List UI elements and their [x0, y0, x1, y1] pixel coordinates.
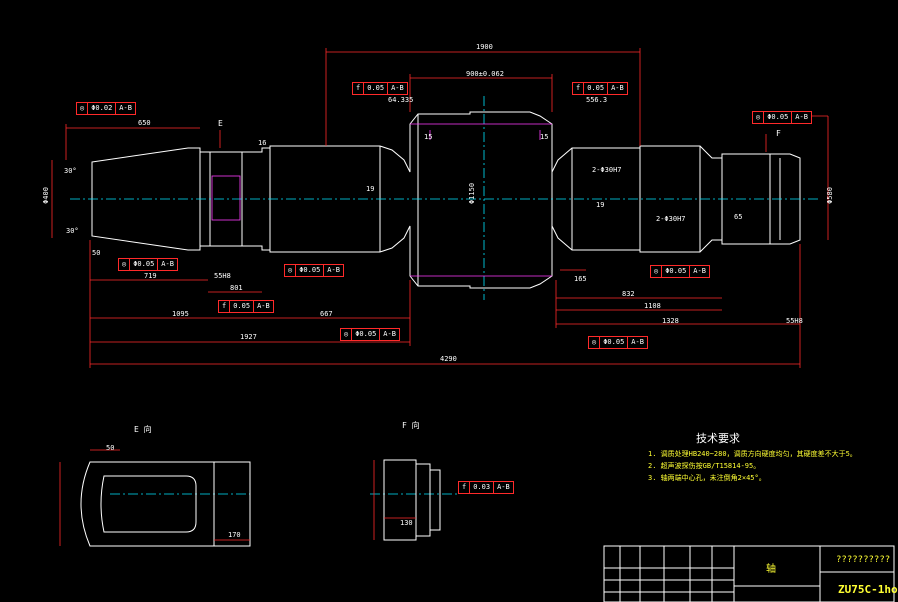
shaft-outline	[91, 111, 801, 289]
dimension-text: 55H8	[214, 272, 231, 280]
title-block-title: ??????????	[836, 555, 891, 565]
dimension-text: 65	[734, 213, 743, 221]
dimension-text: 50	[106, 444, 115, 452]
title-block	[603, 545, 895, 602]
dimension-text: 130	[400, 519, 413, 527]
view-arrow-label: F	[776, 129, 781, 138]
dimension-text: Φ1150	[468, 182, 477, 205]
dimension-text: 650	[138, 119, 151, 127]
dimension-text: 19	[366, 185, 375, 193]
dimension-text: Φ580	[825, 187, 834, 204]
dimension-text: 1095	[172, 310, 189, 318]
dimension-text: 2-Φ30H7	[656, 215, 686, 223]
hatch-lines	[211, 123, 552, 277]
dimension-text: 30°	[66, 227, 79, 235]
view-arrow-label: E	[218, 119, 223, 128]
dimension-text: 556.3	[586, 96, 608, 104]
dimension-text: 900±0.062	[466, 70, 504, 78]
dimension-text: 30°	[64, 167, 77, 175]
view-f-label: F 向	[402, 421, 420, 430]
dimension-text: 165	[574, 275, 587, 283]
dimension-text: 170	[228, 531, 241, 539]
dimension-text: 19	[596, 201, 605, 209]
dimension-text: 1927	[240, 333, 257, 341]
tech-req-title: 技术要求	[696, 432, 740, 445]
view-e-detail	[80, 461, 251, 547]
dimension-text: Φ400	[41, 187, 50, 204]
dimension-text: 832	[622, 290, 635, 298]
dimension-text: 15	[424, 133, 433, 141]
dimension-text: 15	[540, 133, 549, 141]
dimension-text: 64.335	[388, 96, 414, 104]
dimension-text: 1328	[662, 317, 679, 325]
title-block-part-name: 轴	[766, 564, 776, 575]
dimension-text: 667	[320, 310, 333, 318]
view-e-dims	[59, 449, 250, 546]
dimension-text: 16	[258, 139, 267, 147]
dimension-lines	[51, 48, 829, 368]
dimension-text: 4290	[440, 355, 457, 363]
dimension-text: 1108	[644, 302, 661, 310]
view-e-label: E 向	[134, 425, 152, 434]
tech-req-line: 2. 超声波探伤按GB/T15814-95。	[648, 462, 761, 470]
view-f-detail	[383, 459, 441, 541]
dimension-text: 50	[92, 249, 101, 257]
dimension-text: 719	[144, 272, 157, 280]
dimension-text: 55H8	[786, 317, 803, 325]
title-block-model: ZU75C-1ho	[838, 583, 898, 596]
dimension-text: 2-Φ30H7	[592, 166, 622, 174]
dimension-text: 1900	[476, 43, 493, 51]
tech-req-line: 3. 轴两端中心孔，未注倒角2×45°。	[648, 474, 766, 482]
view-f-dims	[373, 460, 416, 540]
dimension-text: 801	[230, 284, 243, 292]
tech-req-line: 1. 调质处理HB240~280，调质方向硬度均匀，其硬度差不大于5。	[648, 450, 857, 458]
center-lines	[70, 96, 820, 495]
